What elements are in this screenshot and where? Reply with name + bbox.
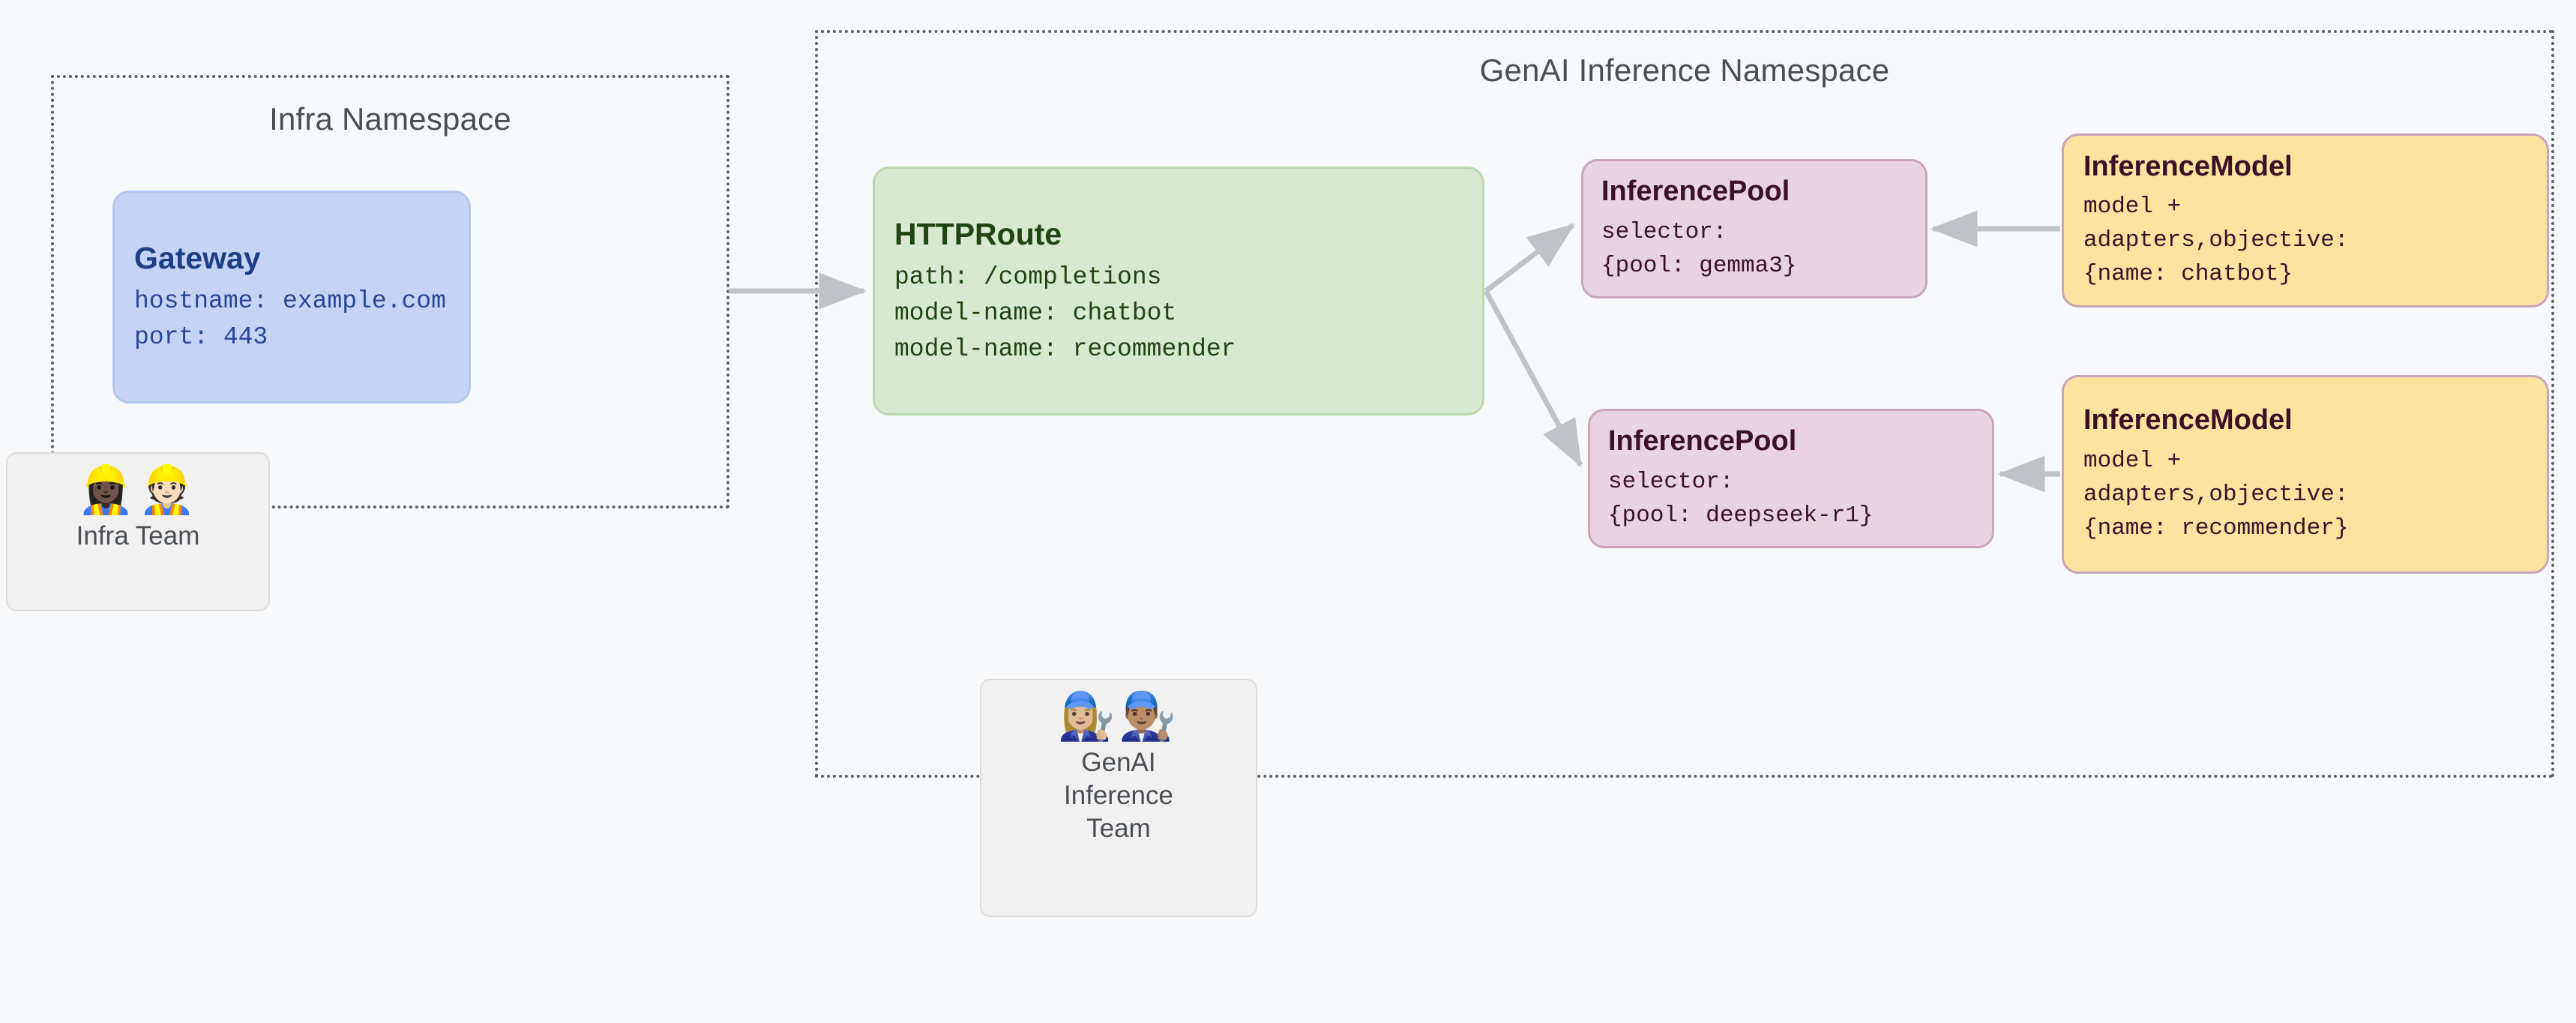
node-inferencemodel-recommender[interactable]: InferenceModel model + adapters,objectiv… bbox=[2062, 375, 2549, 574]
node-inferencemodel-recommender-body: model + adapters,objective: {name: recom… bbox=[2083, 447, 2349, 542]
namespace-genai-title: GenAI Inference Namespace bbox=[1479, 52, 1890, 88]
namespace-infra-title: Infra Namespace bbox=[269, 101, 511, 136]
team-card-infra-label: Infra Team bbox=[76, 521, 200, 551]
node-inferencepool-deepseek-body: selector: {pool: deepseek-r1} bbox=[1608, 468, 1874, 529]
node-gateway[interactable]: Gateway hostname: example.com port: 443 bbox=[112, 190, 471, 404]
node-httproute[interactable]: HTTPRoute path: /completions model-name:… bbox=[873, 166, 1484, 416]
node-inferencemodel-chatbot-body: model + adapters,objective: {name: chatb… bbox=[2083, 194, 2349, 288]
genai-team-avatars-icon: 👩🏼‍🔧👨🏽‍🔧 bbox=[1057, 688, 1180, 743]
node-inferencepool-gemma3-title: InferencePool bbox=[1601, 176, 1790, 208]
namespace-infra bbox=[51, 75, 729, 508]
node-gateway-title: Gateway bbox=[134, 240, 261, 275]
node-inferencepool-gemma3[interactable]: InferencePool selector: {pool: gemma3} bbox=[1581, 159, 1928, 298]
node-inferencemodel-chatbot-title: InferenceModel bbox=[2083, 150, 2293, 182]
node-inferencepool-deepseek-title: InferencePool bbox=[1608, 425, 1797, 458]
node-httproute-body: path: /completions model-name: chatbot m… bbox=[894, 262, 1236, 363]
namespace-genai bbox=[815, 30, 2554, 778]
team-card-infra[interactable]: 👷🏿‍♀️👷🏻 Infra Team bbox=[6, 452, 270, 611]
node-inferencepool-deepseek[interactable]: InferencePool selector: {pool: deepseek-… bbox=[1588, 409, 1994, 548]
team-card-genai-label: GenAI Inference Team bbox=[1064, 748, 1173, 843]
node-inferencemodel-recommender-title: InferenceModel bbox=[2083, 404, 2293, 436]
team-card-genai[interactable]: 👩🏼‍🔧👨🏽‍🔧 GenAI Inference Team bbox=[980, 679, 1257, 917]
node-httproute-title: HTTPRoute bbox=[894, 216, 1062, 251]
infra-team-avatars-icon: 👷🏿‍♀️👷🏻 bbox=[76, 462, 199, 517]
node-inferencemodel-chatbot[interactable]: InferenceModel model + adapters,objectiv… bbox=[2062, 134, 2549, 308]
node-gateway-body: hostname: example.com port: 443 bbox=[134, 286, 446, 351]
node-inferencepool-gemma3-body: selector: {pool: gemma3} bbox=[1601, 218, 1797, 279]
